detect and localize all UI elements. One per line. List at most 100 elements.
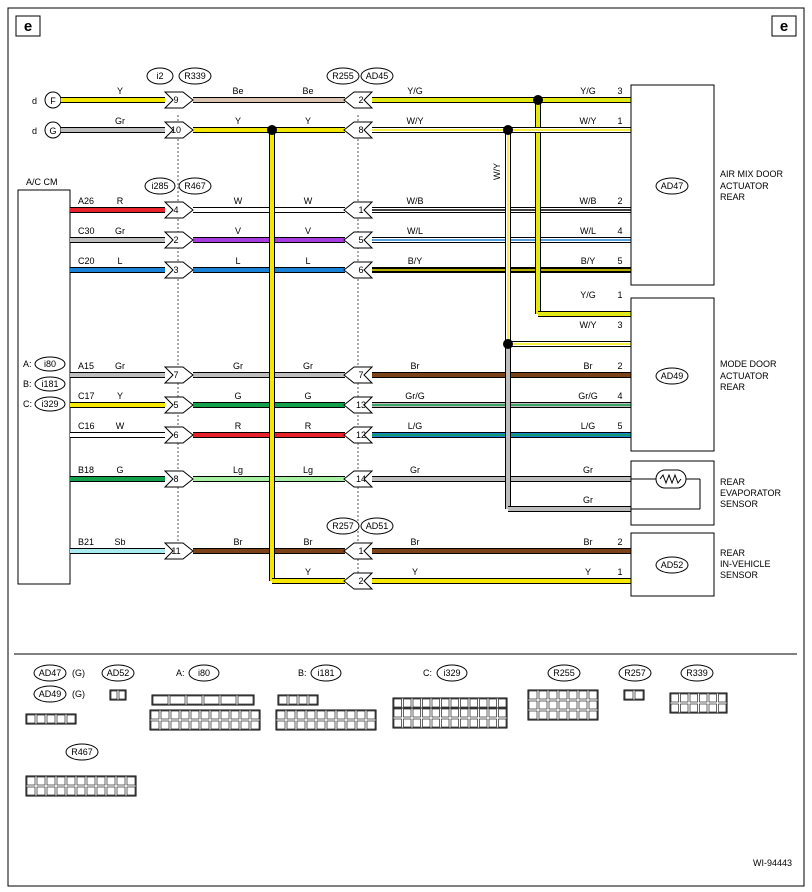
row-c20-pin-2: 6 bbox=[358, 265, 363, 275]
legend-r257-oval bbox=[618, 664, 652, 682]
row-g-pin-2: 8 bbox=[358, 125, 363, 135]
row-c30-mid-label-1: V bbox=[235, 226, 241, 236]
row-g-pin-1-shape bbox=[163, 121, 194, 139]
row-b21-pin-2-shape bbox=[343, 542, 374, 560]
row-ad52y-terminal: 1 bbox=[617, 567, 622, 577]
face-i329-rows bbox=[392, 707, 508, 729]
row-c16-pin-2: 12 bbox=[356, 430, 366, 440]
legend-r257: R257 bbox=[624, 668, 646, 678]
row-c20-right-label-2: B/Y bbox=[581, 256, 596, 266]
row-g-cm-label: Gr bbox=[115, 116, 125, 126]
legend-ad49-oval bbox=[33, 685, 67, 703]
ref-right: e bbox=[780, 18, 788, 35]
row-f-mid-label-2: Be bbox=[302, 86, 313, 96]
row-c20-pin-1: 3 bbox=[173, 265, 178, 275]
page-frame bbox=[7, 7, 805, 887]
junction-y bbox=[267, 125, 277, 135]
row-c16-mid-label-1: R bbox=[235, 421, 242, 431]
legend-c-prefix: C: bbox=[423, 668, 432, 678]
row-b18-pin-2: 14 bbox=[356, 474, 366, 484]
row-b21-pin-1: 11 bbox=[171, 546, 180, 556]
conn-i2-oval bbox=[146, 67, 174, 85]
row-a26-pin-1: 4 bbox=[173, 205, 178, 215]
row-b21-terminal: 2 bbox=[617, 537, 622, 547]
row-c30-terminal: 4 bbox=[617, 226, 622, 236]
acm-i329-oval bbox=[34, 396, 66, 412]
row-a26-pin-2-shape bbox=[343, 201, 374, 219]
acm-i181-oval bbox=[34, 376, 66, 392]
row-b18-pin-2-shape bbox=[343, 470, 374, 488]
conn-r339: R339 bbox=[184, 71, 206, 81]
legend-r467-oval bbox=[65, 743, 99, 761]
face-i181-row1 bbox=[277, 694, 319, 706]
row-c20-right-label-1: B/Y bbox=[408, 256, 423, 266]
row-a26-right-label-2: W/B bbox=[580, 196, 597, 206]
row-c20-mid-label-2: L bbox=[305, 256, 310, 266]
row-f-pin-1-shape bbox=[163, 91, 194, 109]
row-evap2-right-label-2: Gr bbox=[583, 495, 593, 505]
face-i329-row1 bbox=[392, 697, 508, 709]
row-b21-pin-1-shape bbox=[163, 542, 194, 560]
row-f-pin-2-shape bbox=[343, 91, 374, 109]
row-a26-cm-pin: A26 bbox=[78, 196, 94, 206]
ad47-name-1: AIR MIX DOOR bbox=[720, 169, 784, 179]
row-a26-terminal: 2 bbox=[617, 196, 622, 206]
row-a26-mid-label-1: W bbox=[234, 196, 243, 206]
conn-i285-oval bbox=[144, 177, 176, 195]
row-c30-right-label-1: W/L bbox=[407, 226, 423, 236]
evap-name-2: EVAPORATOR bbox=[720, 488, 782, 498]
acm-conn-c: C: bbox=[23, 399, 32, 409]
acm-i181: i181 bbox=[41, 379, 58, 389]
row-c30-pin-2-shape bbox=[343, 231, 374, 249]
figure-id: WI-94443 bbox=[753, 858, 792, 868]
row-c30-cm-label: Gr bbox=[115, 226, 125, 236]
legend-r467: R467 bbox=[71, 747, 93, 757]
face-r339 bbox=[669, 692, 728, 714]
row-c16-terminal: 5 bbox=[617, 421, 622, 431]
row-c16-right-label-1: L/G bbox=[408, 421, 423, 431]
row-c16-right-label-2: L/G bbox=[581, 421, 596, 431]
row-c20-terminal: 5 bbox=[617, 256, 622, 266]
row-b21-right-label-1: Br bbox=[411, 537, 420, 547]
conn-r255: R255 bbox=[332, 71, 354, 81]
legend-i329-oval bbox=[436, 664, 468, 682]
row-b21-cm-label: Sb bbox=[114, 537, 125, 547]
conn-ad45: AD45 bbox=[366, 71, 389, 81]
row-a26-mid-label-2: W bbox=[304, 196, 313, 206]
row-b21-pin-2: 1 bbox=[358, 546, 363, 556]
row-a15-terminal: 2 bbox=[617, 361, 622, 371]
legend-b-prefix: B: bbox=[298, 668, 307, 678]
g-letter: G bbox=[49, 126, 56, 136]
row-c16-pin-1-shape bbox=[163, 426, 194, 444]
legend-ad52: AD52 bbox=[107, 668, 130, 678]
face-i80-row1 bbox=[151, 694, 255, 706]
ref-box-right bbox=[771, 15, 797, 37]
row-b21-cm-pin: B21 bbox=[78, 537, 94, 547]
row-c17-cm-pin: C17 bbox=[78, 391, 95, 401]
face-ad52 bbox=[109, 689, 127, 701]
conn-i2: i2 bbox=[156, 71, 163, 81]
face-r467 bbox=[25, 775, 137, 797]
row-c17-cm-label: Y bbox=[117, 391, 123, 401]
row-ad49wy-terminal: 3 bbox=[617, 320, 622, 330]
ad52-oval bbox=[655, 556, 689, 574]
junction-ad49 bbox=[503, 339, 513, 349]
row-a15-cm-label: Gr bbox=[115, 361, 125, 371]
legend-i181-oval bbox=[310, 664, 342, 682]
row-c20-cm-label: L bbox=[117, 256, 122, 266]
row-c17-pin-1-shape bbox=[163, 396, 194, 414]
ad49-oval bbox=[655, 367, 689, 385]
conn-r257-oval bbox=[326, 517, 360, 535]
legend-ad47-g: (G) bbox=[72, 668, 85, 678]
legend-a-prefix: A: bbox=[176, 668, 185, 678]
g-prefix: d bbox=[32, 126, 37, 136]
conn-i285: i285 bbox=[151, 181, 168, 191]
row-f-terminal: 3 bbox=[617, 86, 622, 96]
row-c16-mid-label-2: R bbox=[305, 421, 312, 431]
row-b18-right-label-2: Gr bbox=[583, 465, 593, 475]
row-ad52y-mid-label-1: Y bbox=[305, 567, 311, 577]
row-b18-mid-label-2: Lg bbox=[303, 465, 313, 475]
row-a15-right-label-1: Br bbox=[411, 361, 420, 371]
ad47-name-3: REAR bbox=[720, 192, 746, 202]
